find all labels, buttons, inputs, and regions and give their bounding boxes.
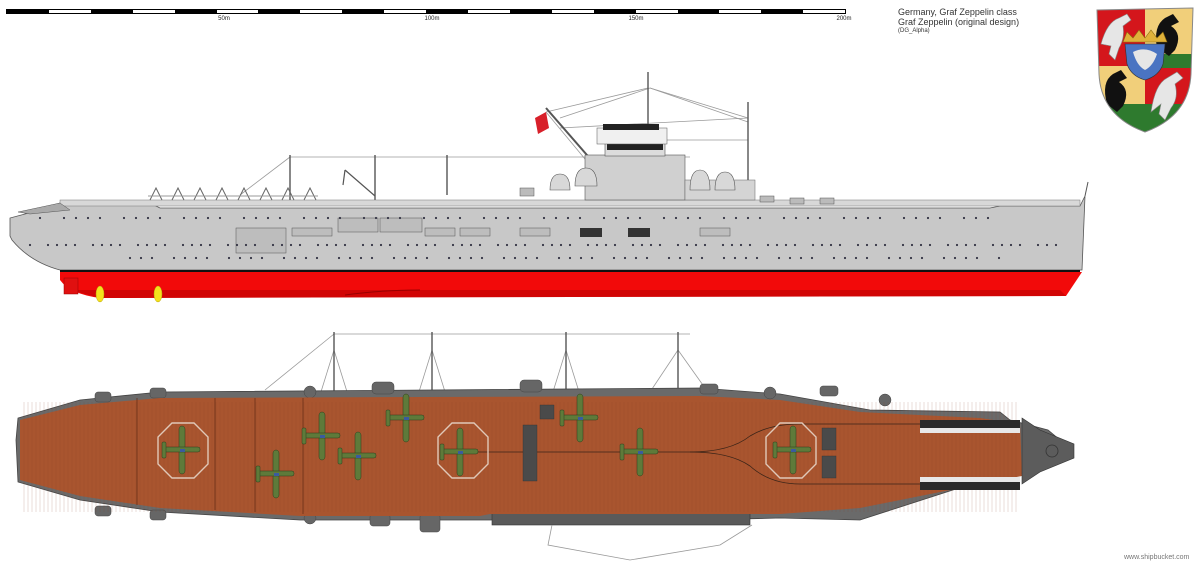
- catapults: [920, 420, 1020, 490]
- scale-segment: [384, 10, 426, 13]
- scale-segment: [217, 10, 259, 13]
- watermark-shipbucket: www.shipbucket.com: [1124, 554, 1190, 561]
- scale-segment: [300, 10, 342, 13]
- title-ship-name: Graf Zeppelin (original design): [898, 17, 1020, 27]
- portholes: [28, 216, 1058, 260]
- scale-segment: [636, 10, 678, 13]
- scale-bar: 50m 100m 150m 200m: [6, 8, 852, 30]
- aircraft-icon: [559, 393, 599, 443]
- ship-side-profile: [9, 72, 1089, 303]
- aircraft-icon: [619, 427, 659, 477]
- aircraft-icon: [337, 431, 377, 481]
- propellers: [95, 285, 163, 303]
- flight-deck: [20, 396, 1022, 516]
- scale-segment: [593, 10, 636, 13]
- aircraft-icon: [255, 449, 295, 499]
- scale-segment: [468, 10, 510, 13]
- aa-directors: [549, 167, 736, 191]
- scale-segment: [342, 10, 385, 13]
- scale-label-150m: 150m: [628, 16, 644, 22]
- scale-segment: [761, 10, 804, 13]
- island-superstructure: [584, 124, 756, 201]
- scale-label-100m: 100m: [424, 16, 440, 22]
- aircraft-icon: [161, 425, 201, 475]
- scale-segment: [133, 10, 175, 13]
- scale-segment: [174, 10, 217, 13]
- title-country-class: Germany, Graf Zeppelin class: [898, 7, 1017, 17]
- aircraft-icon: [301, 411, 341, 461]
- scale-label-200m: 200m: [836, 16, 852, 22]
- gun-sponsons: [94, 379, 892, 533]
- elevators: [157, 422, 817, 479]
- scale-segment: [803, 10, 845, 13]
- scale-segment: [49, 10, 91, 13]
- aircraft-icon: [439, 427, 479, 477]
- scale-segment: [258, 10, 301, 13]
- scale-segment: [509, 10, 552, 13]
- scale-segment: [7, 10, 49, 13]
- parked-aircraft: [161, 393, 812, 499]
- ship-top-plan: [15, 332, 1075, 561]
- scale-bar-ruler: [6, 9, 846, 14]
- scale-segment: [426, 10, 468, 13]
- aircraft-icon: [385, 393, 425, 443]
- scale-segment: [719, 10, 761, 13]
- scale-label-50m: 50m: [218, 16, 230, 22]
- scale-segment: [90, 10, 133, 13]
- scale-segment: [677, 10, 720, 13]
- ensign-flag: [535, 112, 549, 134]
- aircraft-icon: [772, 425, 812, 475]
- funnel-cap: [603, 124, 659, 130]
- title-author: (DG_Alpha): [898, 28, 930, 34]
- title-block: Germany, Graf Zeppelin class Graf Zeppel…: [898, 7, 1019, 35]
- coat-of-arms-icon: [1096, 7, 1194, 133]
- scale-segment: [552, 10, 594, 13]
